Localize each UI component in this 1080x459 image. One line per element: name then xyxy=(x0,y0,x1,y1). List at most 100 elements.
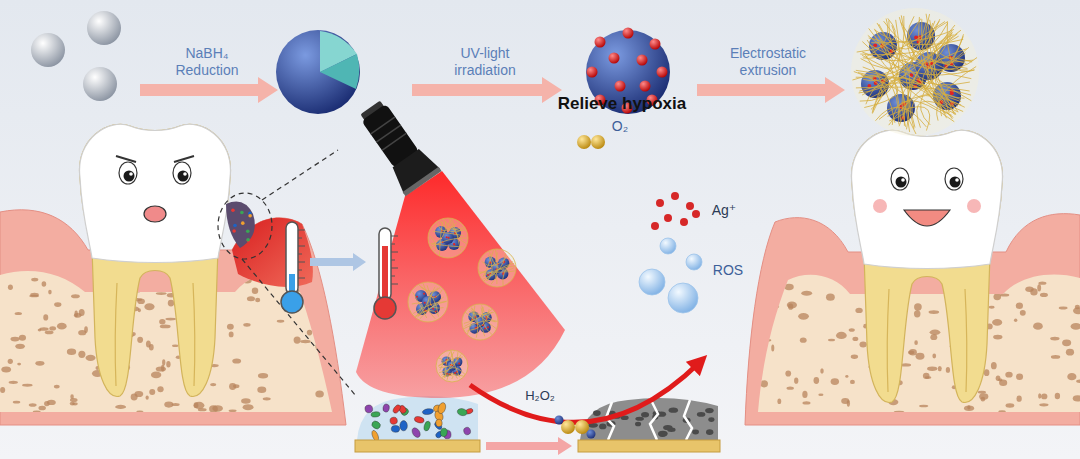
bone-pores xyxy=(233,384,239,388)
bone-pores xyxy=(164,402,173,408)
bone-pores xyxy=(916,353,925,360)
fiber-line xyxy=(449,219,466,244)
bone-pores xyxy=(859,342,866,348)
bone-pores xyxy=(1005,372,1012,378)
hydrogel-microsphere xyxy=(851,8,979,136)
eyebrow xyxy=(116,156,136,162)
oxygen-atom xyxy=(561,420,575,434)
thermometer xyxy=(281,291,303,313)
bone-pores xyxy=(38,406,45,411)
bone-pores xyxy=(914,310,921,317)
thermometer xyxy=(391,260,395,261)
bacterium xyxy=(233,224,237,228)
bone-pores xyxy=(1062,339,1071,346)
bone-pores xyxy=(48,290,52,295)
step-label: Electrostatic extrusion xyxy=(713,45,823,79)
bone-pores xyxy=(831,378,839,385)
hydrogel-bead xyxy=(428,218,468,258)
bone-pores xyxy=(984,369,990,376)
bone-pores xyxy=(763,304,769,308)
bone-pores xyxy=(768,305,779,308)
bacterium xyxy=(247,239,251,243)
bone-pores xyxy=(1067,373,1076,380)
bone-pores xyxy=(964,406,974,411)
fiber-line xyxy=(901,15,953,117)
dead-bacterium xyxy=(658,432,666,437)
pupil xyxy=(896,177,907,188)
bacterium xyxy=(364,404,373,413)
bone-pores xyxy=(8,359,13,364)
bone-pores xyxy=(991,362,997,369)
healthy-tooth xyxy=(745,130,1080,425)
thermometer xyxy=(281,222,305,313)
dead-bacterium xyxy=(692,430,699,435)
oxygen-atom xyxy=(591,135,605,149)
eye-glint xyxy=(183,172,187,176)
fiber-line xyxy=(858,16,904,76)
hydrogel-bead xyxy=(478,249,516,287)
bone-pores xyxy=(754,325,764,329)
bone-pores xyxy=(1050,337,1059,341)
bone-pores xyxy=(908,350,914,354)
bone-pores xyxy=(784,284,793,290)
species-label: ROS xyxy=(713,262,743,279)
bone-pores xyxy=(232,274,239,277)
bacterium xyxy=(371,411,381,417)
bone-pores xyxy=(788,304,793,310)
fiber-line xyxy=(413,302,446,314)
process-arrow xyxy=(697,77,845,103)
thermometer xyxy=(374,228,398,319)
bone-pores xyxy=(1039,403,1048,406)
bone-pores xyxy=(932,354,936,359)
bone-pores xyxy=(255,298,260,302)
bone-pores xyxy=(992,319,1002,326)
bone-pores xyxy=(15,344,25,349)
dead-bacterium xyxy=(708,417,714,422)
bacterium xyxy=(382,403,390,412)
fiber-line xyxy=(482,305,498,321)
bone-pores xyxy=(15,312,22,315)
heating-arrow xyxy=(310,253,366,271)
dead-bacterium xyxy=(599,424,606,430)
silver-ion xyxy=(680,218,688,226)
silver-ion xyxy=(656,199,664,207)
fiber-line xyxy=(469,311,494,314)
bone-pores xyxy=(8,285,13,290)
hydrogel-bead xyxy=(462,304,498,340)
bone-pores xyxy=(919,405,928,407)
fiber-line xyxy=(444,368,465,378)
thermometer xyxy=(374,297,396,319)
ros-sphere xyxy=(639,269,665,295)
bacterium xyxy=(246,229,250,233)
bone-pores xyxy=(166,361,170,367)
bone-pores xyxy=(227,324,234,330)
bone-pores xyxy=(247,296,255,301)
bone-pores xyxy=(162,359,165,365)
fiber-line xyxy=(417,301,446,317)
bone-pores xyxy=(761,292,770,299)
fiber-line xyxy=(423,283,442,297)
bone-pores xyxy=(43,314,48,320)
thermometer xyxy=(391,276,395,277)
bone-pores xyxy=(137,337,143,343)
fiber-line xyxy=(483,254,505,279)
bone-pores xyxy=(258,373,268,378)
hydrogel-bead xyxy=(436,350,468,382)
bone-pores xyxy=(307,330,312,336)
bone-pores xyxy=(909,349,917,355)
heating-arrow-shape xyxy=(310,253,366,271)
fiber-line xyxy=(440,221,463,232)
bone-pores xyxy=(765,335,768,341)
tooth-root xyxy=(80,124,231,396)
bone-pores xyxy=(241,398,251,403)
species-label: O₂ xyxy=(612,118,628,135)
bone-pores xyxy=(315,336,318,340)
bone-pores xyxy=(1059,306,1068,309)
process-arrow xyxy=(140,77,278,103)
thermometer xyxy=(391,252,398,253)
bone-pores xyxy=(329,345,340,350)
silver-dot xyxy=(650,39,661,50)
bone-pores xyxy=(38,329,42,332)
bone-pores xyxy=(750,268,1080,414)
bone-pores xyxy=(84,326,88,333)
